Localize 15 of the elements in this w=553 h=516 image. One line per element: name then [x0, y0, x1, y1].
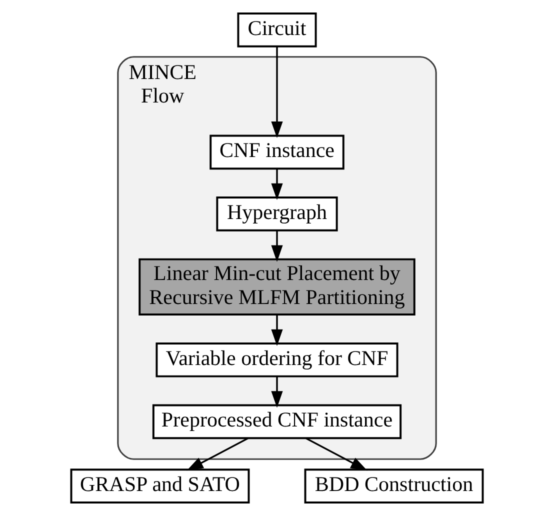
- node-box: BDD Construction: [304, 468, 484, 504]
- arrow: [270, 169, 282, 200]
- arrow: [270, 314, 282, 346]
- node-box: Hypergraph: [216, 196, 338, 232]
- arrow: [186, 438, 248, 471]
- arrow: [305, 438, 367, 471]
- node-box: Variable ordering for CNF: [155, 342, 398, 378]
- arrow: [270, 46, 282, 138]
- node-box: Preprocessed CNF instance: [152, 404, 402, 440]
- node-box: CNF instance: [209, 134, 344, 170]
- arrow: [270, 376, 282, 408]
- node-box: GRASP and SATO: [70, 468, 250, 504]
- node-box: Circuit: [236, 12, 316, 48]
- node-box: Linear Min-cut Placement by Recursive MLFM Partitioning: [138, 258, 415, 316]
- arrow: [270, 230, 282, 262]
